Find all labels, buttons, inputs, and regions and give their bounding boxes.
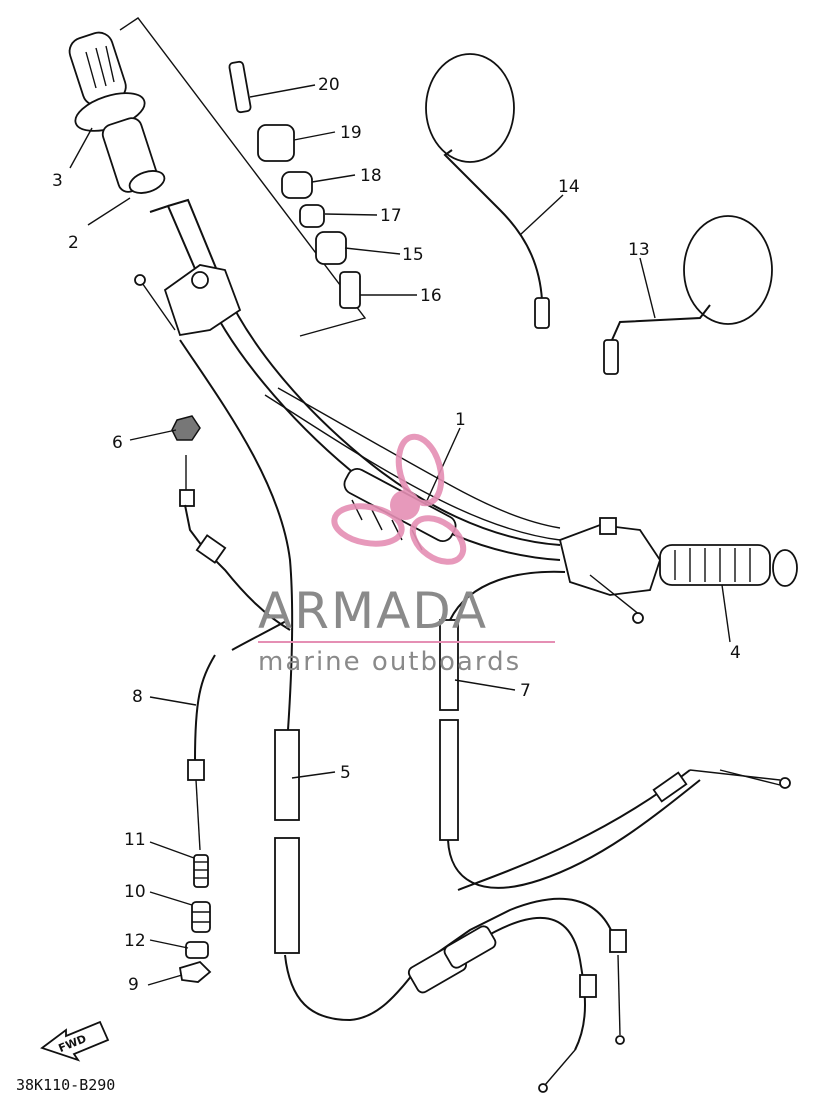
callout-17: 17 [380, 206, 402, 226]
callout-18: 18 [360, 166, 382, 186]
callout-9: 9 [128, 975, 139, 995]
callout-16: 16 [420, 286, 442, 306]
callout-20: 20 [318, 75, 340, 95]
exploded-group-frame [119, 17, 367, 337]
right-grip-assembly [558, 517, 798, 624]
watermark: ARMADA marine outboards [258, 433, 555, 677]
callout-19: 19 [340, 123, 362, 143]
cable-5 [179, 339, 421, 1022]
mirror-right [603, 215, 773, 375]
adjuster-stack [178, 854, 212, 983]
watermark-tagline: marine outboards [258, 647, 521, 677]
cable-junction [407, 897, 627, 1093]
left-grip-assembly [68, 31, 166, 194]
leader-lines [69, 84, 731, 986]
drawing-code: 38K110-B290 [16, 1076, 115, 1094]
cable-7 [439, 570, 791, 891]
callout-10: 10 [124, 882, 146, 902]
callout-1: 1 [455, 410, 466, 430]
callout-6: 6 [112, 433, 123, 453]
callout-7: 7 [520, 681, 531, 701]
callout-13: 13 [628, 240, 650, 260]
callout-4: 4 [730, 643, 741, 663]
callout-2: 2 [68, 233, 79, 253]
watermark-logo-icon [331, 433, 467, 565]
mirror-left [425, 53, 550, 329]
callout-15: 15 [402, 245, 424, 265]
fwd-arrow: FWD [40, 1020, 110, 1062]
nut-6 [171, 415, 201, 441]
watermark-brand: ARMADA [258, 582, 488, 640]
exploded-parts [228, 60, 361, 309]
callout-11: 11 [124, 830, 146, 850]
cable-8 [179, 455, 291, 851]
callout-8: 8 [132, 687, 143, 707]
callout-labels: 1 2 3 4 5 6 7 8 9 10 11 12 13 14 15 16 1… [52, 75, 741, 995]
callout-5: 5 [340, 763, 351, 783]
callout-12: 12 [124, 931, 146, 951]
callout-14: 14 [558, 177, 580, 197]
callout-3: 3 [52, 171, 63, 191]
left-lever-holder [134, 264, 242, 337]
